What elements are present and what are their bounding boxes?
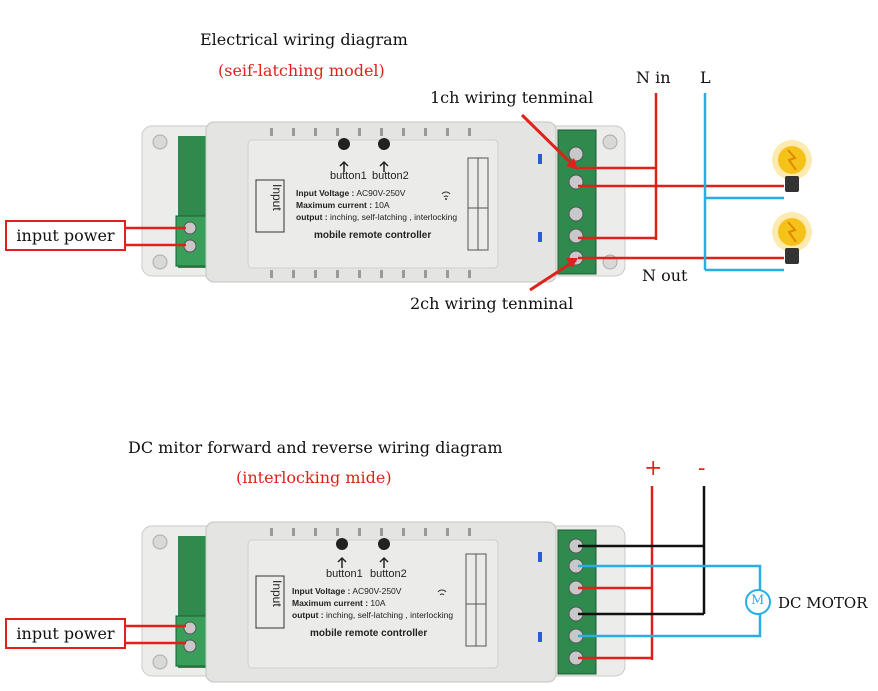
dc-motor-symbol: M xyxy=(751,593,765,608)
diagram1-subtitle: (seif-latching model) xyxy=(218,61,385,80)
label-n-out: N out xyxy=(642,266,688,285)
input-power-label-2: input power xyxy=(16,624,115,643)
device1-spec-voltage: Input Voltage : AC90V-250V xyxy=(296,188,406,198)
relay-device-1: button1 button2 Input Input Voltage : AC… xyxy=(120,118,640,288)
device1-spec-output: output : inching, self-latching , interl… xyxy=(296,212,458,222)
label-n-in: N in xyxy=(636,68,671,87)
label-plus: + xyxy=(644,456,663,481)
input-power-box-2: input power xyxy=(5,618,126,649)
label-1ch-terminal: 1ch wiring tenminal xyxy=(430,88,594,107)
dc-motor-icon xyxy=(745,589,771,615)
device1-input-label: Input xyxy=(270,184,284,211)
device1-button2-label: button2 xyxy=(372,170,409,182)
diagram2-subtitle: (interlocking mide) xyxy=(236,468,392,487)
device1-button1-label: button1 xyxy=(330,170,367,182)
relay-device-2-graphic xyxy=(141,521,626,683)
label-l: L xyxy=(700,68,711,87)
input-power-box-1: input power xyxy=(5,220,126,251)
relay-device-2: button1 button2 Input Input Voltage : AC… xyxy=(120,518,640,688)
light-bulb-icon xyxy=(772,140,812,192)
diagram2-title: DC mitor forward and reverse wiring diag… xyxy=(128,438,503,457)
device2-spec-current: Maximum current : 10A xyxy=(292,598,386,608)
device1-spec-current: Maximum current : 10A xyxy=(296,200,390,210)
dc-motor-label: DC MOTOR xyxy=(778,594,868,612)
device1-name: mobile remote controller xyxy=(314,230,432,241)
device2-input-label: Input xyxy=(270,580,284,607)
light-bulb-icon xyxy=(772,212,812,264)
device2-name: mobile remote controller xyxy=(310,628,428,639)
relay-device-1-graphic xyxy=(141,121,626,283)
label-minus: - xyxy=(698,456,706,481)
input-power-label-1: input power xyxy=(16,226,115,245)
device2-button2-label: button2 xyxy=(370,568,407,580)
device2-button1-label: button1 xyxy=(326,568,363,580)
diagram1-title: Electrical wiring diagram xyxy=(200,30,408,49)
label-2ch-terminal: 2ch wiring tenminal xyxy=(410,294,574,313)
device2-spec-output: output : inching, self-latching , interl… xyxy=(292,610,454,620)
device2-spec-voltage: Input Voltage : AC90V-250V xyxy=(292,586,402,596)
